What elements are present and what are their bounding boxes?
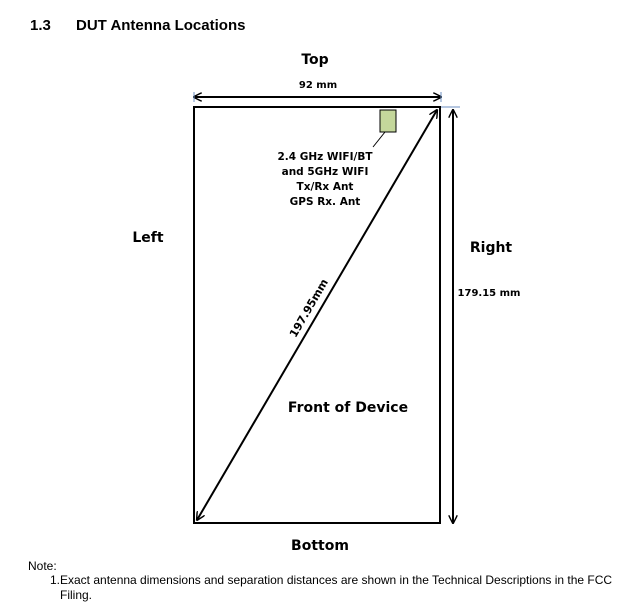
width-dimension-label: 92 mm xyxy=(299,80,337,91)
right-label: Right xyxy=(470,240,513,256)
left-label: Left xyxy=(132,230,164,246)
front-of-device-label: Front of Device xyxy=(288,400,408,416)
section-number: 1.3 xyxy=(30,17,51,34)
note-item-index: 1. xyxy=(50,573,61,587)
section-heading: 1.3 DUT Antenna Locations xyxy=(30,17,245,34)
device-outline xyxy=(193,106,441,524)
antenna-caption-line: Tx/Rx Ant xyxy=(297,181,354,193)
height-dimension-label: 179.15 mm xyxy=(458,288,521,299)
antenna-caption-line: and 5GHz WIFI xyxy=(282,166,369,178)
note-item-text: Exact antenna dimensions and separation … xyxy=(60,573,613,602)
note-item: 1. Exact antenna dimensions and separati… xyxy=(50,573,625,603)
antenna-caption-line: GPS Rx. Ant xyxy=(290,196,361,208)
antenna-block xyxy=(379,109,397,133)
diagonal-dimension-arrow xyxy=(197,110,437,520)
bottom-label: Bottom xyxy=(291,538,349,554)
antenna-leader-line xyxy=(372,131,386,148)
section-title: DUT Antenna Locations xyxy=(76,17,246,34)
note-label: Note: xyxy=(28,559,57,573)
top-label: Top xyxy=(301,52,328,68)
antenna-caption-line: 2.4 GHz WIFI/BT xyxy=(278,151,374,163)
